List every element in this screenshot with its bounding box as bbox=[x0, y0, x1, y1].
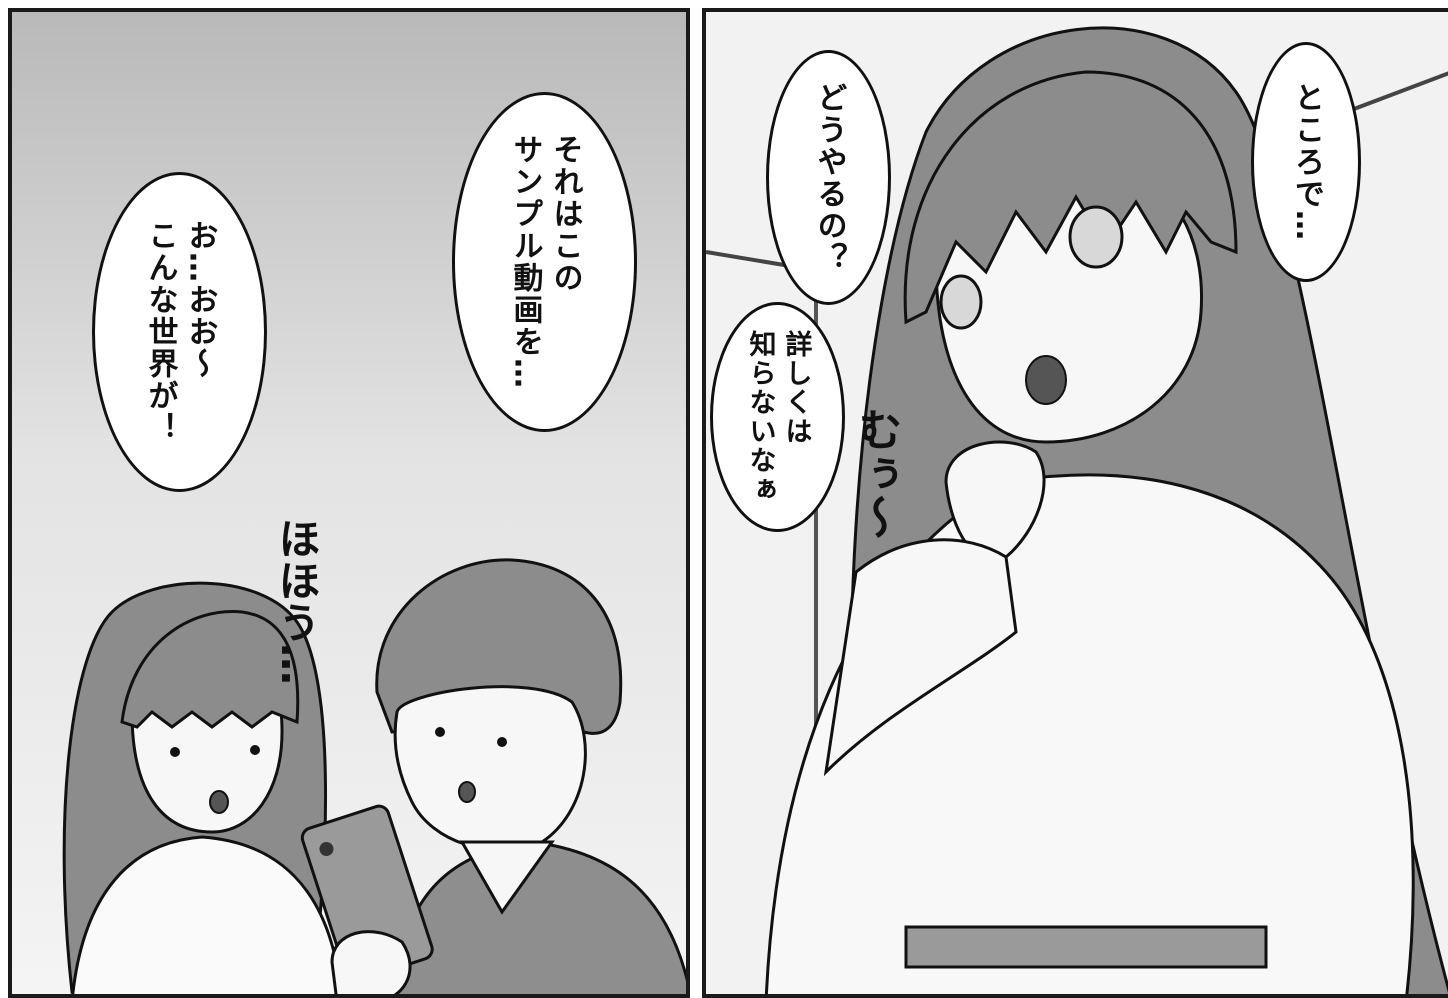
boy-mouth bbox=[458, 781, 476, 803]
boy-hair bbox=[375, 558, 623, 735]
boy-face bbox=[393, 685, 587, 852]
speech-bubble-right-1: ところで… bbox=[1251, 42, 1361, 282]
manga-panel-right: ところで… どうやるの？ 詳しくは 知らないなぁ むぅ～ bbox=[702, 8, 1448, 998]
manga-panel-left: お…おお～ こんな世界が！ それはこの サンプル動画を… ほほう… bbox=[8, 8, 690, 998]
speech-bubble-left-1: お…おお～ こんな世界が！ bbox=[92, 172, 267, 492]
speech-text: どうやるの？ bbox=[811, 81, 847, 274]
speech-bubble-right-2: どうやるの？ bbox=[766, 50, 891, 305]
speech-bubble-left-2: それはこの サンプル動画を… bbox=[452, 92, 637, 432]
girl-eye-right bbox=[250, 745, 260, 755]
boy-shirt bbox=[391, 840, 686, 994]
speech-text: それはこの サンプル動画を… bbox=[507, 134, 583, 390]
wall-line bbox=[1345, 71, 1448, 114]
girl-mouth bbox=[209, 790, 229, 814]
girl-eye-right bbox=[1068, 205, 1124, 269]
boy-eye-right bbox=[497, 737, 507, 747]
girl-mouth bbox=[1025, 355, 1067, 405]
left-panel-artwork bbox=[62, 558, 686, 994]
speech-text: 詳しくは 知らないなぁ bbox=[744, 330, 812, 504]
hand bbox=[330, 930, 412, 994]
girl-arm bbox=[823, 538, 1018, 777]
girl-belt bbox=[904, 925, 1268, 969]
boy-collar bbox=[459, 840, 555, 915]
right-panel-artwork bbox=[706, 26, 1448, 994]
speech-bubble-right-3: 詳しくは 知らないなぁ bbox=[710, 302, 845, 532]
girl-bangs bbox=[903, 70, 1238, 325]
girl-eye-left bbox=[939, 274, 983, 330]
speech-text: ところで… bbox=[1289, 82, 1324, 242]
girl-shirt bbox=[71, 835, 343, 994]
boy-eye-left bbox=[435, 727, 445, 737]
speech-text: お…おお～ こんな世界が！ bbox=[142, 220, 218, 444]
sound-effect-muu: むぅ～ bbox=[850, 407, 901, 539]
girl-eye-left bbox=[170, 747, 180, 757]
sound-effect-hohou: ほほう… bbox=[272, 517, 321, 685]
girl-bangs bbox=[120, 610, 300, 729]
